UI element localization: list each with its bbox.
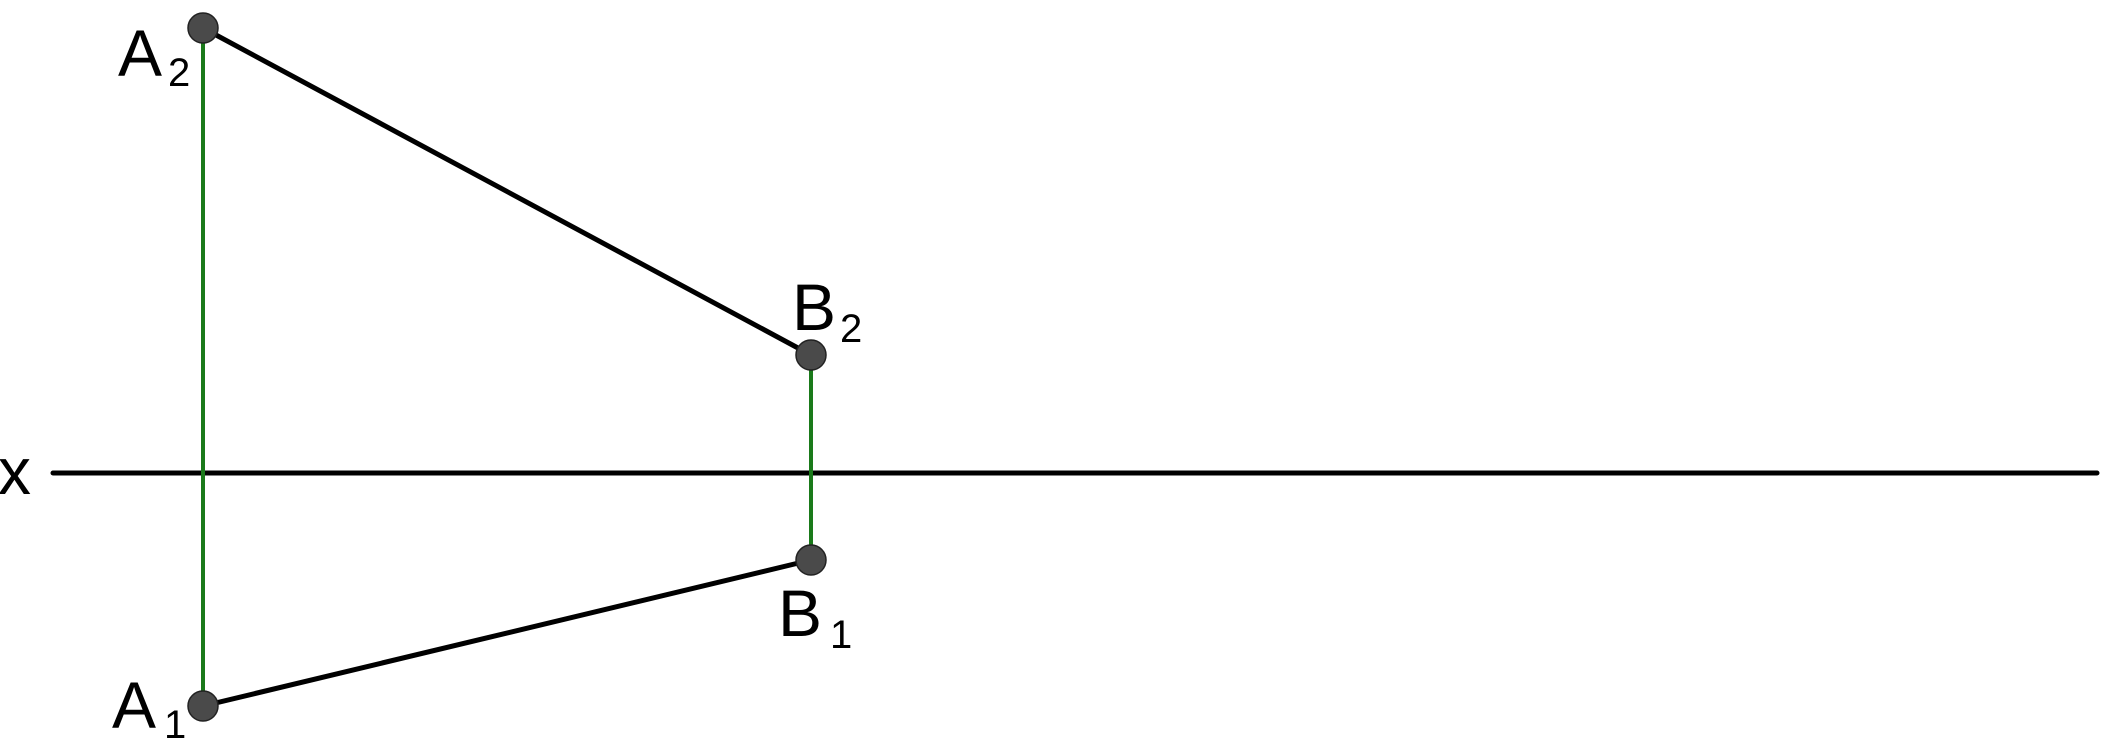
svg-text:2: 2 bbox=[168, 51, 190, 95]
svg-text:1: 1 bbox=[164, 703, 186, 747]
label-b1: B 1 bbox=[778, 576, 852, 657]
point-a2 bbox=[187, 12, 219, 44]
segment-a1-b1 bbox=[200, 557, 814, 709]
svg-text:B: B bbox=[778, 576, 822, 650]
svg-text:A: A bbox=[118, 16, 162, 90]
svg-text:1: 1 bbox=[830, 613, 852, 657]
point-a1 bbox=[187, 690, 219, 722]
label-a2: A 2 bbox=[118, 16, 190, 95]
segment-a2-b2 bbox=[200, 25, 814, 358]
point-b2 bbox=[795, 339, 827, 371]
label-b2: B 2 bbox=[792, 270, 862, 351]
label-a1: A 1 bbox=[112, 668, 186, 747]
svg-text:2: 2 bbox=[840, 307, 862, 351]
svg-text:A: A bbox=[112, 668, 156, 742]
point-b1 bbox=[795, 544, 827, 576]
svg-text:B: B bbox=[792, 270, 836, 344]
x-axis-label: x bbox=[0, 434, 31, 508]
